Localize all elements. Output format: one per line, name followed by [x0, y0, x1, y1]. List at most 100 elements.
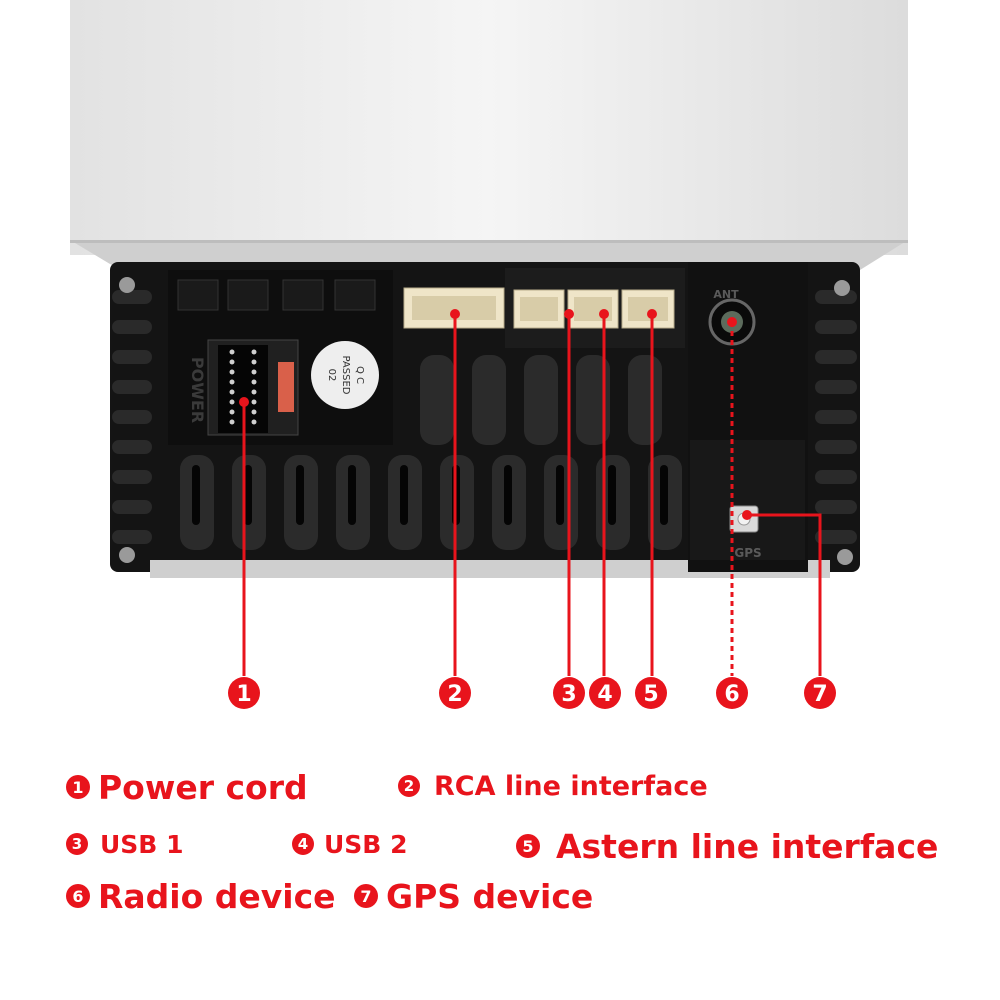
callout-marker-2: 2 — [439, 677, 471, 709]
pillar-slot — [192, 465, 200, 525]
pin — [251, 399, 257, 405]
legend-item-usb-1: 3 USB 1 — [66, 826, 183, 862]
fin-right — [815, 380, 857, 394]
pin — [229, 419, 235, 425]
legend-number-3: 3 — [66, 833, 88, 855]
qc-line-1: Q C — [354, 366, 365, 384]
legend-label-gps: GPS device — [386, 876, 594, 916]
pillar-upper — [524, 355, 558, 445]
callout-marker-6: 6 — [716, 677, 748, 709]
callout-marker-3: 3 — [553, 677, 585, 709]
pillar-upper — [576, 355, 610, 445]
legend-number-7: 7 — [354, 884, 378, 908]
pillar-slot — [608, 465, 616, 525]
legend-label-usb-1: USB 1 — [100, 829, 184, 859]
cooling-fins — [112, 290, 857, 544]
callout-number-4: 4 — [597, 682, 612, 707]
pin — [229, 369, 235, 375]
fin-right — [815, 350, 857, 364]
fin-left — [112, 290, 152, 304]
screw-icon — [119, 547, 135, 563]
pillar-upper — [628, 355, 662, 445]
callout-number-7: 7 — [812, 682, 827, 707]
pin — [251, 349, 257, 355]
legend-label-astern: Astern line interface — [556, 826, 939, 866]
fin-left — [112, 470, 152, 484]
pin — [251, 369, 257, 375]
legend-label-usb-2: USB 2 — [324, 829, 408, 859]
qc-sticker: Q C PASSED 02 — [311, 341, 379, 409]
pillar-slot — [556, 465, 564, 525]
fin-left — [112, 410, 152, 424]
pin — [229, 349, 235, 355]
fin-left — [112, 500, 152, 514]
legend-item-gps: 7 GPS device — [354, 874, 593, 918]
callout-marker-4: 4 — [589, 677, 621, 709]
legend-label-power-cord: Power cord — [98, 767, 308, 807]
pillar-slot — [504, 465, 512, 525]
usb-1-port — [513, 289, 565, 329]
pin — [229, 359, 235, 365]
pillar-slot — [660, 465, 668, 525]
fin-left — [112, 530, 152, 544]
legend-item-radio: 6 Radio device — [66, 874, 336, 918]
pin — [229, 409, 235, 415]
callout-line-7 — [747, 513, 822, 676]
ant-label: ANT — [713, 288, 739, 301]
legend-number-6: 6 — [66, 884, 90, 908]
fin-right — [815, 440, 857, 454]
pin — [229, 389, 235, 395]
fin-left — [112, 440, 152, 454]
power-pins — [229, 349, 257, 425]
legend-number-1: 1 — [66, 775, 90, 799]
legend-item-astern: 5 Astern line interface — [516, 824, 938, 868]
legend-label-rca: RCA line interface — [434, 770, 708, 802]
screw-icon — [834, 280, 850, 296]
fin-right — [815, 470, 857, 484]
legend-item-rca: 2 RCA line interface — [398, 768, 708, 804]
callout-dots — [239, 309, 752, 520]
qc-line-2: PASSED — [340, 356, 351, 395]
astern-port — [621, 289, 675, 329]
pin — [229, 399, 235, 405]
pillar-slot — [400, 465, 408, 525]
fin-left — [112, 350, 152, 364]
pillar-upper — [420, 355, 454, 445]
fin-left — [112, 320, 152, 334]
screw-icon — [119, 277, 135, 293]
pin — [251, 359, 257, 365]
fin-right — [815, 530, 857, 544]
fin-right — [815, 320, 857, 334]
callout-marker-1: 1 — [228, 677, 260, 709]
unit-housing — [70, 0, 908, 270]
callout-lines — [242, 314, 822, 676]
callout-number-2: 2 — [447, 682, 462, 707]
pin — [251, 379, 257, 385]
usb-2-port — [567, 289, 619, 329]
callout-number-5: 5 — [643, 682, 658, 707]
gps-label: GPS — [734, 546, 761, 560]
power-label: POWER — [188, 357, 207, 423]
fuse — [278, 362, 294, 412]
callout-number-3: 3 — [561, 682, 576, 707]
callout-number-6: 6 — [724, 682, 739, 707]
legend-label-radio: Radio device — [98, 876, 336, 916]
screw-icon — [837, 549, 853, 565]
callout-marker-5: 5 — [635, 677, 667, 709]
legend-item-usb-2: 4 USB 2 — [292, 826, 407, 862]
legend-number-5: 5 — [516, 834, 540, 858]
pillar-upper — [472, 355, 506, 445]
legend-item-power-cord: 1 Power cord — [66, 765, 308, 809]
qc-line-3: 02 — [326, 369, 337, 382]
pillar-slot — [296, 465, 304, 525]
heatsink-pillars — [180, 355, 682, 550]
pin — [251, 389, 257, 395]
pin — [251, 419, 257, 425]
pin — [251, 409, 257, 415]
pillar-slot — [348, 465, 356, 525]
pin — [229, 379, 235, 385]
fin-right — [815, 410, 857, 424]
pillar-slot — [244, 465, 252, 525]
callout-marker-7: 7 — [804, 677, 836, 709]
